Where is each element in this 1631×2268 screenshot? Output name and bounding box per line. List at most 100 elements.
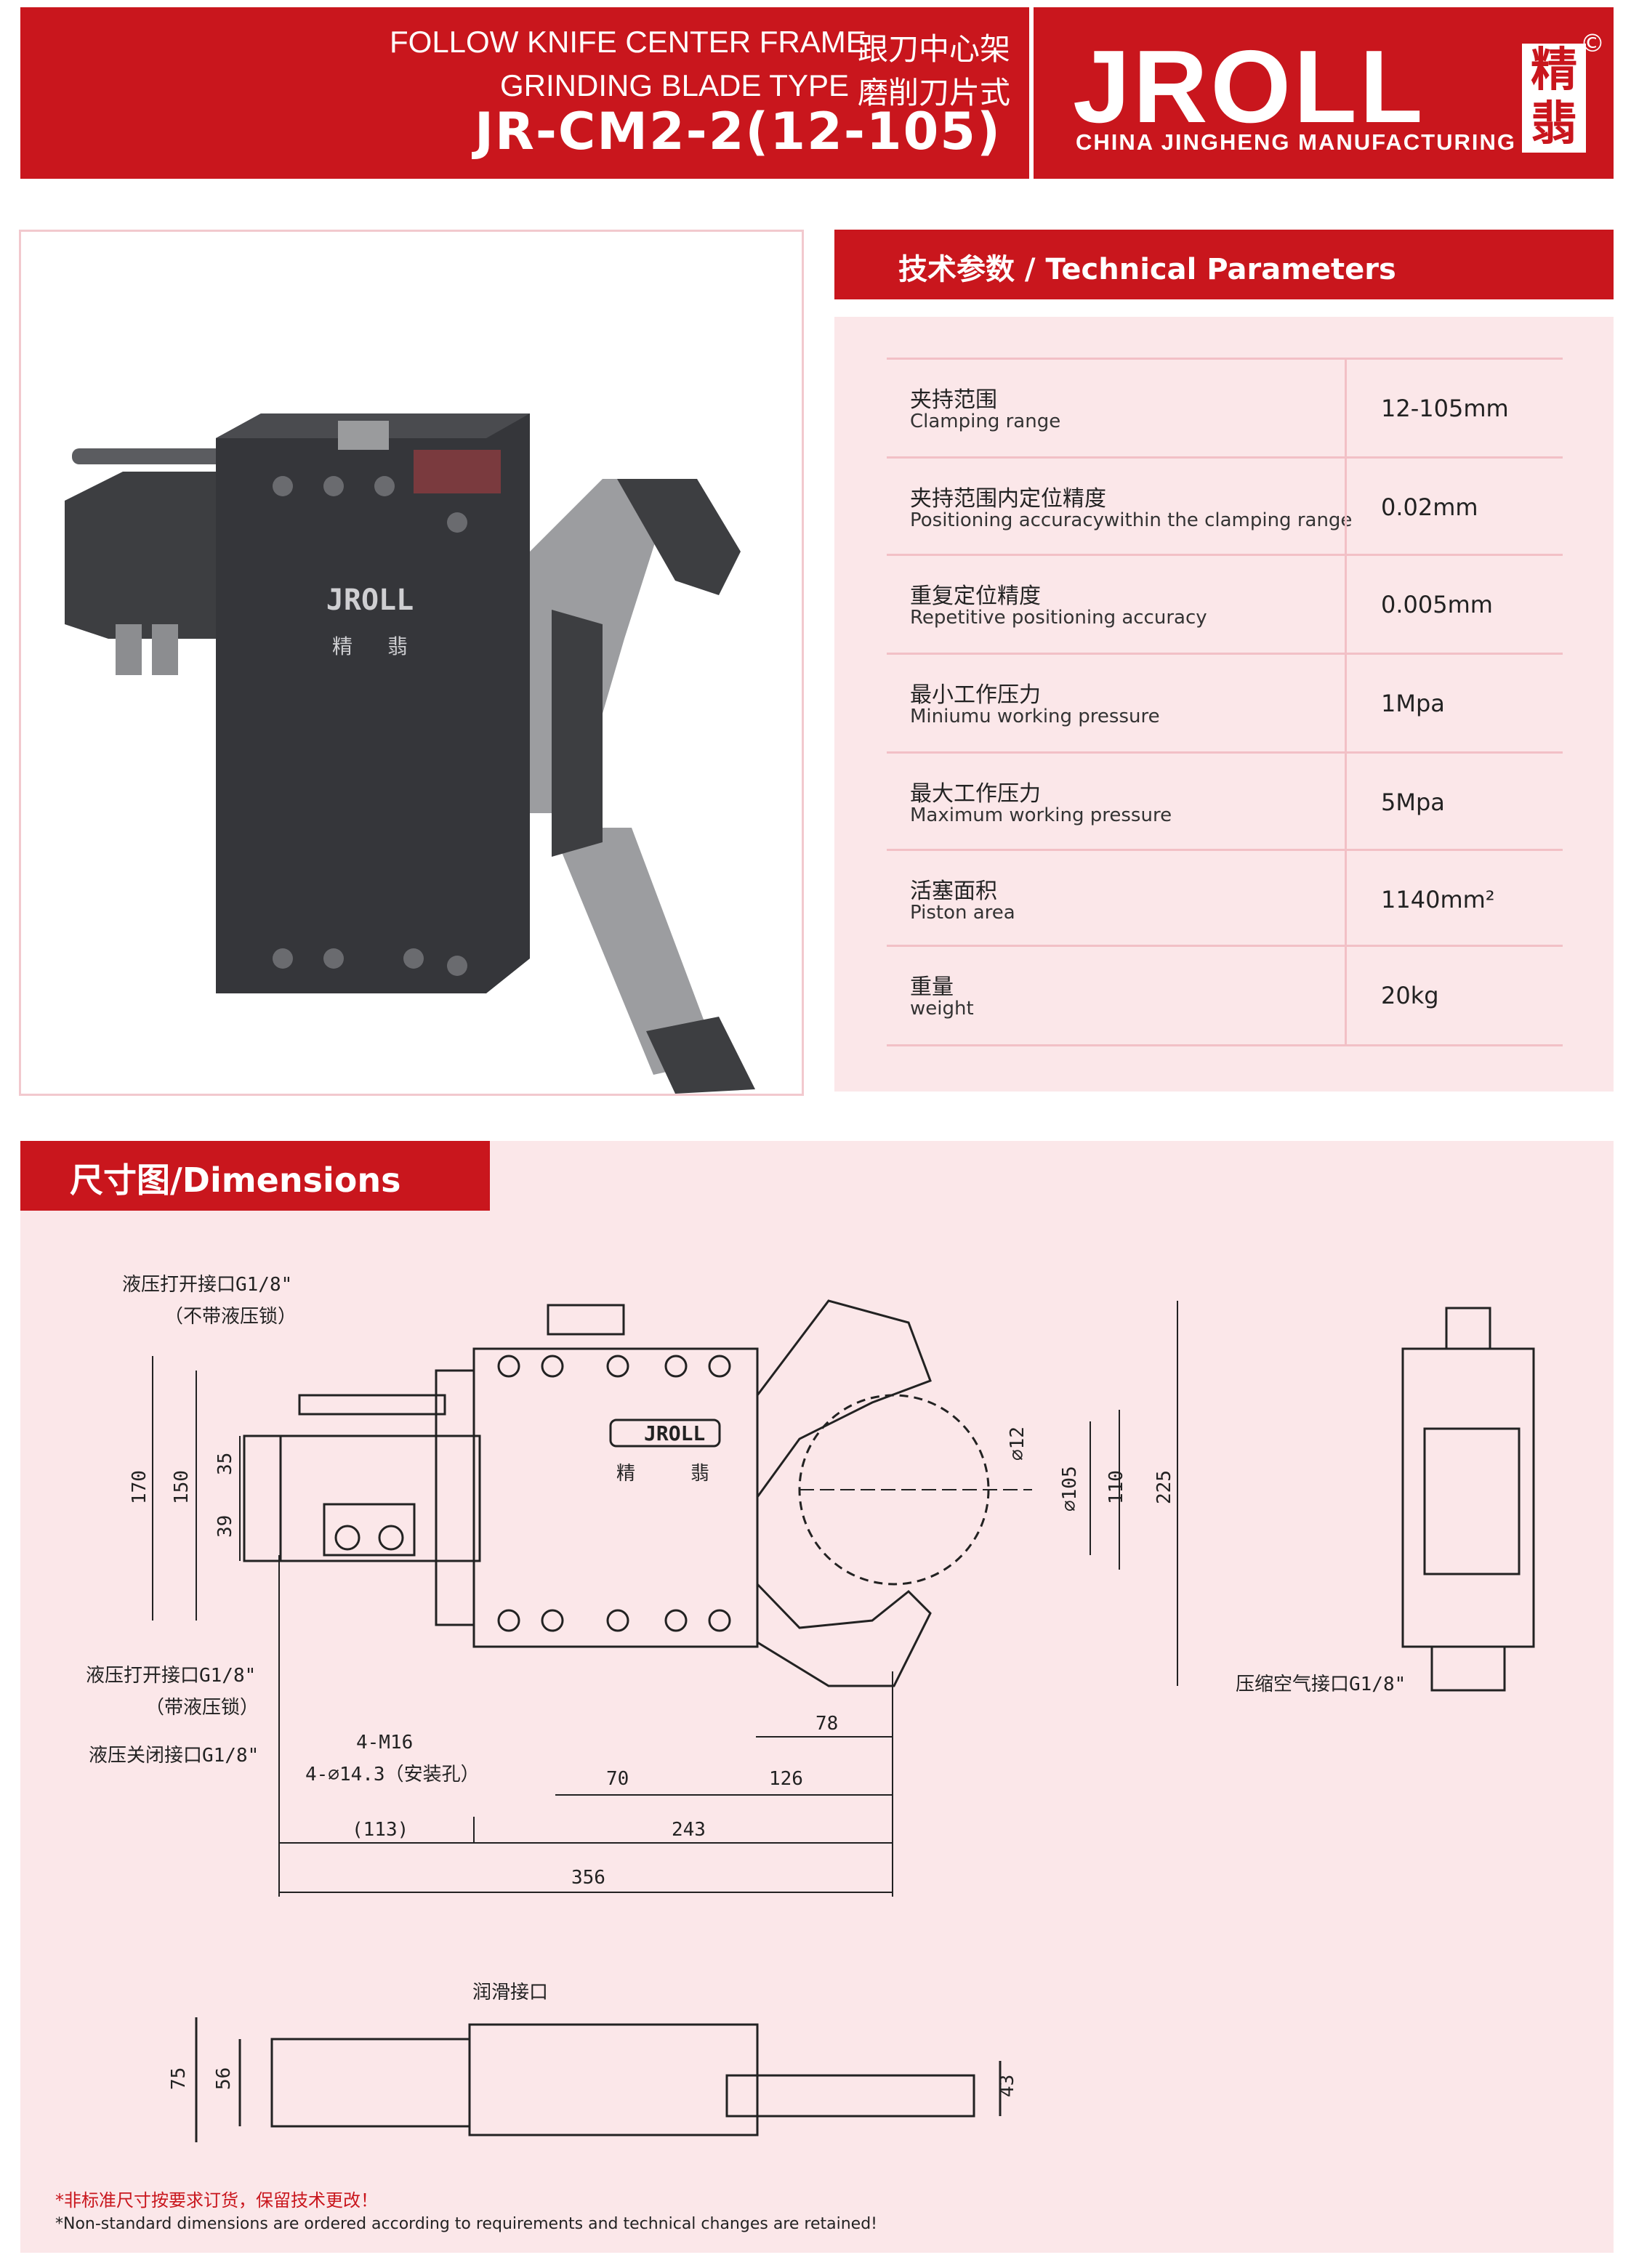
port-2 (378, 1525, 404, 1551)
drawing-logo: JROLL (644, 1421, 705, 1445)
product-illustration: JROLL 精 翡 (65, 413, 755, 1094)
drawing-cn-right: 翡 (690, 1463, 709, 1485)
param-separator (1345, 459, 1347, 556)
main-body (216, 413, 530, 993)
param-row-weight: 重量 weight 20kg (887, 945, 1563, 1046)
label-air-port: 压缩空气接口G1/8" (1236, 1674, 1406, 1695)
params-panel (834, 317, 1614, 1091)
param-value: 0.005mm (1381, 591, 1493, 618)
product-photo-panel: JROLL 精 翡 (19, 230, 804, 1096)
label-plate (414, 450, 501, 493)
bottom-arm (725, 2074, 975, 2118)
param-cn: 活塞面积 (910, 879, 997, 904)
product-cn-left: 精 (332, 634, 353, 658)
product-logo: JROLL (326, 584, 414, 617)
upper-arm (756, 1299, 932, 1501)
cylinder-block (65, 472, 254, 639)
param-separator (1345, 754, 1347, 851)
label-lock-note: （带液压锁） (145, 1697, 259, 1719)
header-line1-en: FOLLOW KNIFE CENTER FRAME (390, 25, 866, 59)
dim-d105: ∅105 (1059, 1466, 1081, 1512)
dim-70: 70 (606, 1768, 629, 1790)
header-line1-cn: 跟刀中心架 (858, 32, 1011, 66)
body-bolts (273, 476, 467, 976)
dim-150: 150 (171, 1470, 193, 1504)
param-row-max-pressure: 最大工作压力 Maximum working pressure 5Mpa (887, 751, 1563, 851)
param-value: 5Mpa (1381, 788, 1445, 816)
param-cn: 夹持范围内定位精度 (910, 486, 1106, 512)
param-row-min-pressure: 最小工作压力 Miniumu working pressure 1Mpa (887, 653, 1563, 752)
brand-cn-seal: 精 翡 (1522, 44, 1586, 153)
param-row-clamping-range: 夹持范围 Clamping range 12-105mm (887, 358, 1563, 457)
top-fitting (338, 421, 389, 450)
label-hyd-open-no-lock: 液压打开接口G1/8" (122, 1274, 292, 1296)
bottom-body (468, 2023, 759, 2136)
dim-113: (113) (352, 1819, 408, 1841)
dim-78: 78 (816, 1713, 838, 1735)
param-value: 12-105mm (1381, 395, 1509, 422)
upper-jaw (617, 479, 741, 595)
param-separator (1345, 556, 1347, 653)
bottom-cylinder (270, 2038, 471, 2128)
port-1 (334, 1525, 361, 1551)
fitting-left (116, 624, 142, 675)
dim-43: 43 (996, 2075, 1018, 2097)
side-fitting-bottom (1430, 1645, 1506, 1692)
note-cn: *非标准尺寸按要求订货，保留技术更改！ (55, 2190, 378, 2211)
dim-110: 110 (1106, 1470, 1127, 1504)
air-fitting (547, 1304, 625, 1336)
dim-243: 243 (672, 1819, 706, 1841)
bottom-view (195, 2017, 1002, 2142)
param-row-piston-area: 活塞面积 Piston area 1140mm² (887, 849, 1563, 948)
rod-outline (298, 1394, 446, 1416)
label-hyd-close: 液压关闭接口G1/8" (89, 1745, 259, 1767)
piston-rod (72, 448, 239, 464)
param-en: weight (910, 998, 974, 1020)
dim-225: 225 (1153, 1470, 1175, 1504)
side-fitting-top (1445, 1307, 1491, 1350)
brand-subtitle: CHINA JINGHENG MANUFACTURING (1076, 129, 1516, 155)
param-cn: 重量 (910, 974, 954, 1000)
logo-plate (609, 1418, 721, 1448)
dimension-lines (152, 1301, 1178, 1897)
lower-arm (552, 828, 719, 1075)
brand-cn-top: 精 (1531, 44, 1577, 97)
label-no-lock-note: （不带液压锁） (164, 1306, 297, 1328)
param-separator (1345, 947, 1347, 1044)
param-separator (1345, 851, 1347, 948)
param-value: 20kg (1381, 982, 1439, 1009)
param-value: 1140mm² (1381, 886, 1495, 913)
port-block (323, 1503, 416, 1557)
note-en: *Non-standard dimensions are ordered acc… (55, 2215, 877, 2233)
dimension-labels: 液压打开接口G1/8" （不带液压锁） 液压打开接口G1/8" （带液压锁） 液… (86, 1274, 1406, 2097)
side-plate (1423, 1427, 1521, 1575)
param-value: 0.02mm (1381, 493, 1478, 521)
param-row-repetitive-accuracy: 重复定位精度 Repetitive positioning accuracy 0… (887, 554, 1563, 653)
model-number: JR-CM2-2(12-105) (474, 102, 1002, 161)
param-en: Miniumu working pressure (910, 706, 1160, 727)
dim-35: 35 (214, 1453, 236, 1475)
cylinder-cap (243, 1434, 282, 1562)
brand-logo: JROLL (1073, 29, 1426, 145)
param-separator (1345, 655, 1347, 752)
dim-75: 75 (168, 2067, 190, 2090)
param-en: Repetitive positioning accuracy (910, 607, 1207, 629)
side-outline (1401, 1347, 1535, 1648)
front-view (243, 1299, 1032, 1687)
dim-d12: ∅12 (1007, 1426, 1028, 1461)
param-en: Maximum working pressure (910, 804, 1172, 826)
param-en: Piston area (910, 902, 1015, 924)
header-divider (1029, 7, 1034, 179)
param-row-positioning-accuracy: 夹持范围内定位精度 Positioning accuracywithin the… (887, 456, 1563, 556)
center-bracket (552, 610, 603, 857)
dim-126: 126 (769, 1768, 803, 1790)
dim-39: 39 (214, 1515, 236, 1538)
params-title: 技术参数 / Technical Parameters (898, 253, 1396, 286)
side-view (1401, 1307, 1535, 1692)
param-cn: 最大工作压力 (910, 781, 1041, 807)
brand-cn-bottom: 翡 (1531, 97, 1577, 151)
fitting-right (152, 624, 178, 675)
dimensions-title: 尺寸图/Dimensions (70, 1161, 401, 1200)
param-cn: 夹持范围 (910, 387, 997, 413)
